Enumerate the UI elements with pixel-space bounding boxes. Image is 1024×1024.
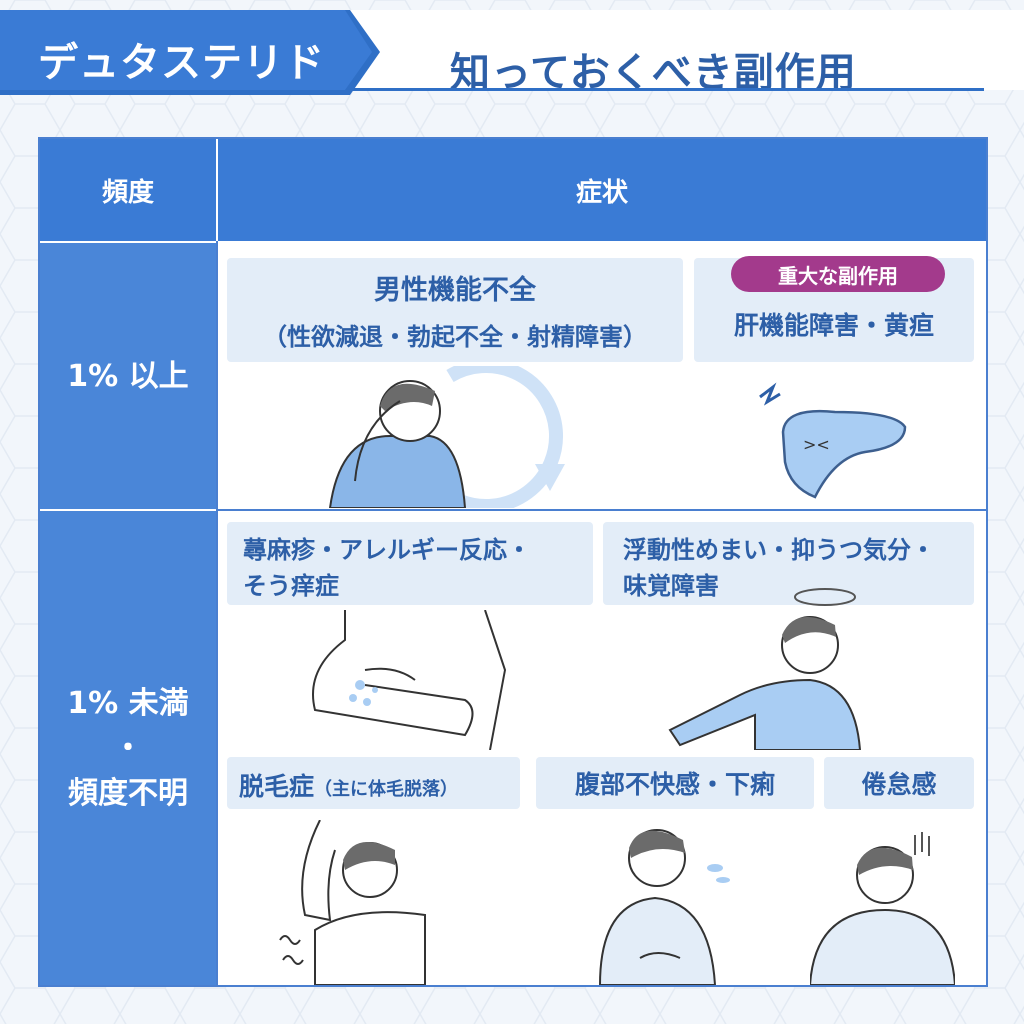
symptom-name: 脱毛症 — [239, 772, 315, 801]
symptom-urticaria: 蕁麻疹・アレルギー反応・ そう痒症 — [227, 522, 593, 605]
column-header-symptoms-label: 症状 — [575, 177, 628, 208]
symptom-abdominal-discomfort: 腹部不快感・下痢 — [536, 757, 814, 809]
stomach-ache-man-illustration — [598, 829, 730, 985]
symptom-alopecia: 脱毛症（主に体毛脱落） — [227, 757, 520, 809]
symptom-line2: 味覚障害 — [623, 572, 719, 600]
symptom-line1: 蕁麻疹・アレルギー反応・ — [243, 536, 531, 564]
symptom-name: 肝機能障害・黄疸 — [733, 311, 934, 340]
row-divider — [216, 509, 986, 511]
liver-illustration: >< — [759, 382, 907, 499]
man-with-headache-illustration — [328, 366, 565, 508]
frequency-cell-1pct-plus: 1% 以上 — [40, 243, 216, 509]
frequency-label-line2: ・ — [113, 730, 143, 766]
drug-name: デュタステリド — [38, 40, 325, 86]
svg-text:><: >< — [803, 435, 830, 454]
symptom-fatigue: 倦怠感 — [824, 757, 974, 809]
header-underline — [350, 88, 984, 91]
symptom-dizziness: 浮動性めまい・抑うつ気分・ 味覚障害 — [603, 522, 974, 605]
frequency-label: 1% 以上 — [67, 358, 189, 394]
symptom-detail: （性欲減退・勃起不全・射精障害） — [263, 323, 647, 351]
symptom-line2: そう痒症 — [243, 572, 339, 600]
itchy-arm-illustration — [312, 610, 507, 750]
frequency-cell-under-1pct: 1% 未満 ・ 頻度不明 — [40, 511, 216, 985]
symptom-name: 腹部不快感・下痢 — [574, 770, 775, 799]
dizzy-man-illustration — [668, 588, 862, 750]
column-header-frequency-label: 頻度 — [101, 177, 154, 208]
fatigued-man-illustration — [810, 832, 955, 985]
symptom-detail: （主に体毛脱落） — [314, 779, 459, 800]
frequency-label-line3: 頻度不明 — [68, 775, 188, 811]
drug-name-badge: デュタステリド — [0, 0, 380, 95]
frequency-label-line1: 1% 未満 — [67, 685, 189, 721]
badge-label: 重大な副作用 — [778, 263, 898, 288]
serious-side-effect-badge: 重大な副作用 — [731, 256, 945, 292]
column-header-frequency: 頻度 — [40, 139, 216, 241]
symptom-line1: 浮動性めまい・抑うつ気分・ — [623, 536, 935, 564]
column-divider — [216, 241, 218, 985]
column-header-symptoms: 症状 — [218, 139, 986, 241]
header-title-bar: 知っておくべき副作用 — [350, 10, 1024, 96]
symptom-sexual-dysfunction: 男性機能不全 （性欲減退・勃起不全・射精障害） — [227, 258, 683, 362]
symptom-name: 倦怠感 — [861, 770, 937, 799]
symptom-name: 男性機能不全 — [374, 275, 536, 306]
body-hair-loss-illustration — [279, 820, 426, 985]
